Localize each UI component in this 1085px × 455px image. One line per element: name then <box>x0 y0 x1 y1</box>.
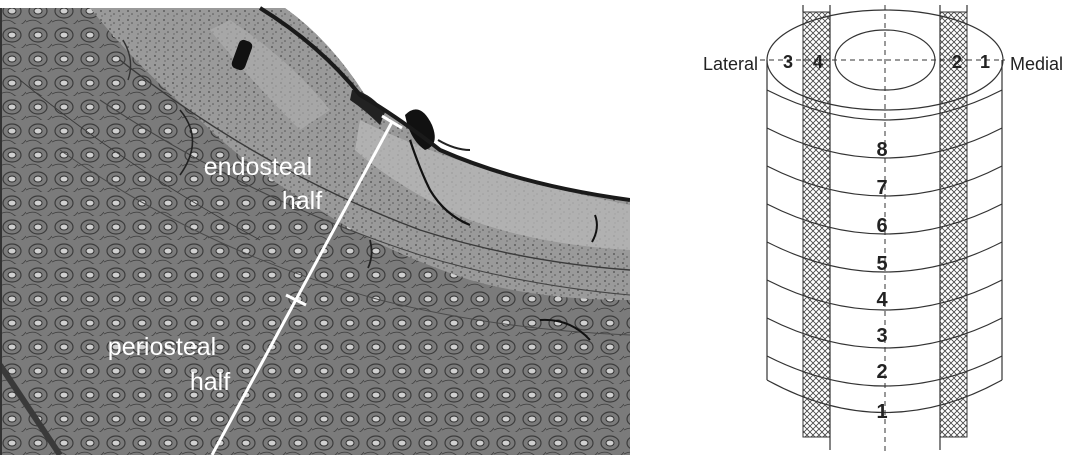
periosteal-label: periosteal <box>108 333 216 361</box>
ring-number-8: 8 <box>876 139 887 161</box>
periosteal-half-label: half <box>190 368 230 396</box>
ring-number-4: 4 <box>876 289 888 311</box>
cylinder-diagram: Lateral Medial 3 4 2 1 8 7 6 5 4 3 2 1 <box>660 0 1085 455</box>
medial-label: Medial <box>1010 54 1063 74</box>
top-number-4: 4 <box>813 52 823 72</box>
ring-number-6: 6 <box>876 215 887 237</box>
lateral-label: Lateral <box>703 54 758 74</box>
ring-number-7: 7 <box>876 177 887 199</box>
ring-number-5: 5 <box>876 253 887 275</box>
top-number-1: 1 <box>980 52 990 72</box>
ring-number-1: 1 <box>876 401 887 423</box>
top-number-3: 3 <box>783 52 793 72</box>
top-number-2: 2 <box>952 52 962 72</box>
bone-micrograph: endosteal half periosteal half <box>0 0 630 455</box>
endosteal-label: endosteal <box>204 153 312 181</box>
ring-number-3: 3 <box>876 325 887 347</box>
endosteal-half-label: half <box>282 187 322 215</box>
ring-number-2: 2 <box>876 361 887 383</box>
